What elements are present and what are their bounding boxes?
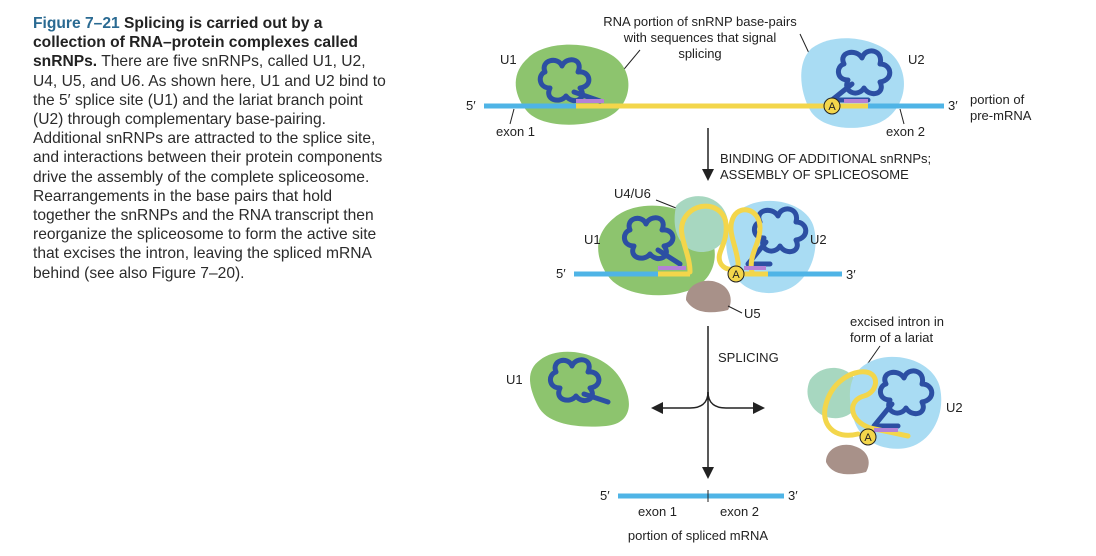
exon1-label: exon 1 — [496, 124, 535, 139]
branch-right — [707, 391, 765, 414]
released-u1-label: U1 — [506, 372, 523, 387]
lariat-label-2: form of a lariat — [850, 330, 933, 345]
u4u6-label: U4/U6 — [614, 186, 651, 201]
lariat-u5-protein — [826, 444, 869, 475]
branch-point-adenine — [823, 97, 841, 115]
spliceosome-u2-protein — [726, 200, 816, 294]
spliceosome-adenine-label: A — [732, 269, 740, 281]
step1-label-1: BINDING OF ADDITIONAL snRNPs; — [720, 151, 931, 166]
released-u1-snrna — [548, 357, 611, 405]
spliceosome-intron-loop — [679, 203, 763, 275]
five-prime-label: 5′ — [466, 98, 476, 113]
spliceosome-u1-base-pairs — [658, 266, 686, 270]
three-prime-label: 3′ — [948, 98, 958, 113]
u5-pointer — [727, 305, 743, 314]
u2-base-pairs — [844, 99, 868, 103]
adenine-label: A — [828, 101, 836, 113]
figure-title: Splicing is carried out by a collection … — [33, 15, 358, 71]
excised-lariat: excised intron in form of a lariat U2 A — [807, 314, 963, 475]
stage-spliceosome: U4/U6 U1 U2 A U5 5′ 3′ — [556, 186, 856, 321]
pre-mrna-label-1: portion of — [970, 92, 1025, 107]
spliced-three-prime: 3′ — [788, 488, 798, 503]
stage-pre-mrna: RNA portion of snRNP base-pairs with seq… — [466, 14, 1032, 139]
branch-left — [651, 391, 709, 414]
figure-number: Figure 7–21 — [33, 15, 120, 32]
spliced-exon1-label: exon 1 — [638, 504, 677, 519]
lariat-adenine-label: A — [864, 432, 872, 444]
spliceosome-u2-base-pairs — [744, 266, 766, 270]
u5-label: U5 — [744, 306, 761, 321]
top-note-line-1: RNA portion of snRNP base-pairs — [603, 14, 797, 29]
released-u1-protein — [530, 351, 629, 427]
u1-base-pairs — [576, 99, 604, 103]
lariat-adenine — [859, 428, 877, 446]
lariat-base-pairs — [874, 428, 898, 432]
u1-protein — [515, 44, 629, 125]
exon2-pointer — [899, 108, 905, 125]
step2-label: SPLICING — [718, 350, 779, 365]
spliceosome-u2-snrna — [745, 206, 809, 267]
step1-label-2: ASSEMBLY OF SPLICEOSOME — [720, 167, 909, 182]
u4u6-pointer — [655, 199, 677, 209]
spliceosome-five-prime: 5′ — [556, 266, 566, 281]
figure-caption: Figure 7–21 Splicing is carried out by a… — [33, 14, 393, 283]
figure-body: There are five snRNPs, called U1, U2, U4… — [33, 53, 386, 282]
pre-mrna-label-2: pre-mRNA — [970, 108, 1032, 123]
lariat-intron — [822, 369, 911, 439]
released-u1: U1 — [506, 351, 629, 427]
lariat-u2-snrna — [871, 368, 935, 429]
spliceosome-three-prime: 3′ — [846, 267, 856, 282]
spliced-mrna: 5′ 3′ exon 1 exon 2 portion of spliced m… — [600, 488, 798, 543]
spliced-mrna-label: portion of spliced mRNA — [628, 528, 768, 543]
spliceosome-u2-label: U2 — [810, 232, 827, 247]
lariat-u4u6-protein — [807, 367, 860, 419]
top-note-line-2: with sequences that signal — [623, 30, 777, 45]
spliced-five-prime: 5′ — [600, 488, 610, 503]
spliceosome-u1-label: U1 — [584, 232, 601, 247]
u1-label: U1 — [500, 52, 517, 67]
u2-label: U2 — [908, 52, 925, 67]
spliced-exon2-label: exon 2 — [720, 504, 759, 519]
spliceosome-adenine — [727, 265, 745, 283]
exon2-label: exon 2 — [886, 124, 925, 139]
lariat-label-1: excised intron in — [850, 314, 944, 329]
lariat-u2-label: U2 — [946, 400, 963, 415]
spliceosome-u1-snrna — [622, 215, 683, 267]
exon1-pointer — [509, 108, 515, 125]
spliceosome-u5-protein — [686, 280, 731, 313]
top-note-line-3: splicing — [678, 46, 721, 61]
